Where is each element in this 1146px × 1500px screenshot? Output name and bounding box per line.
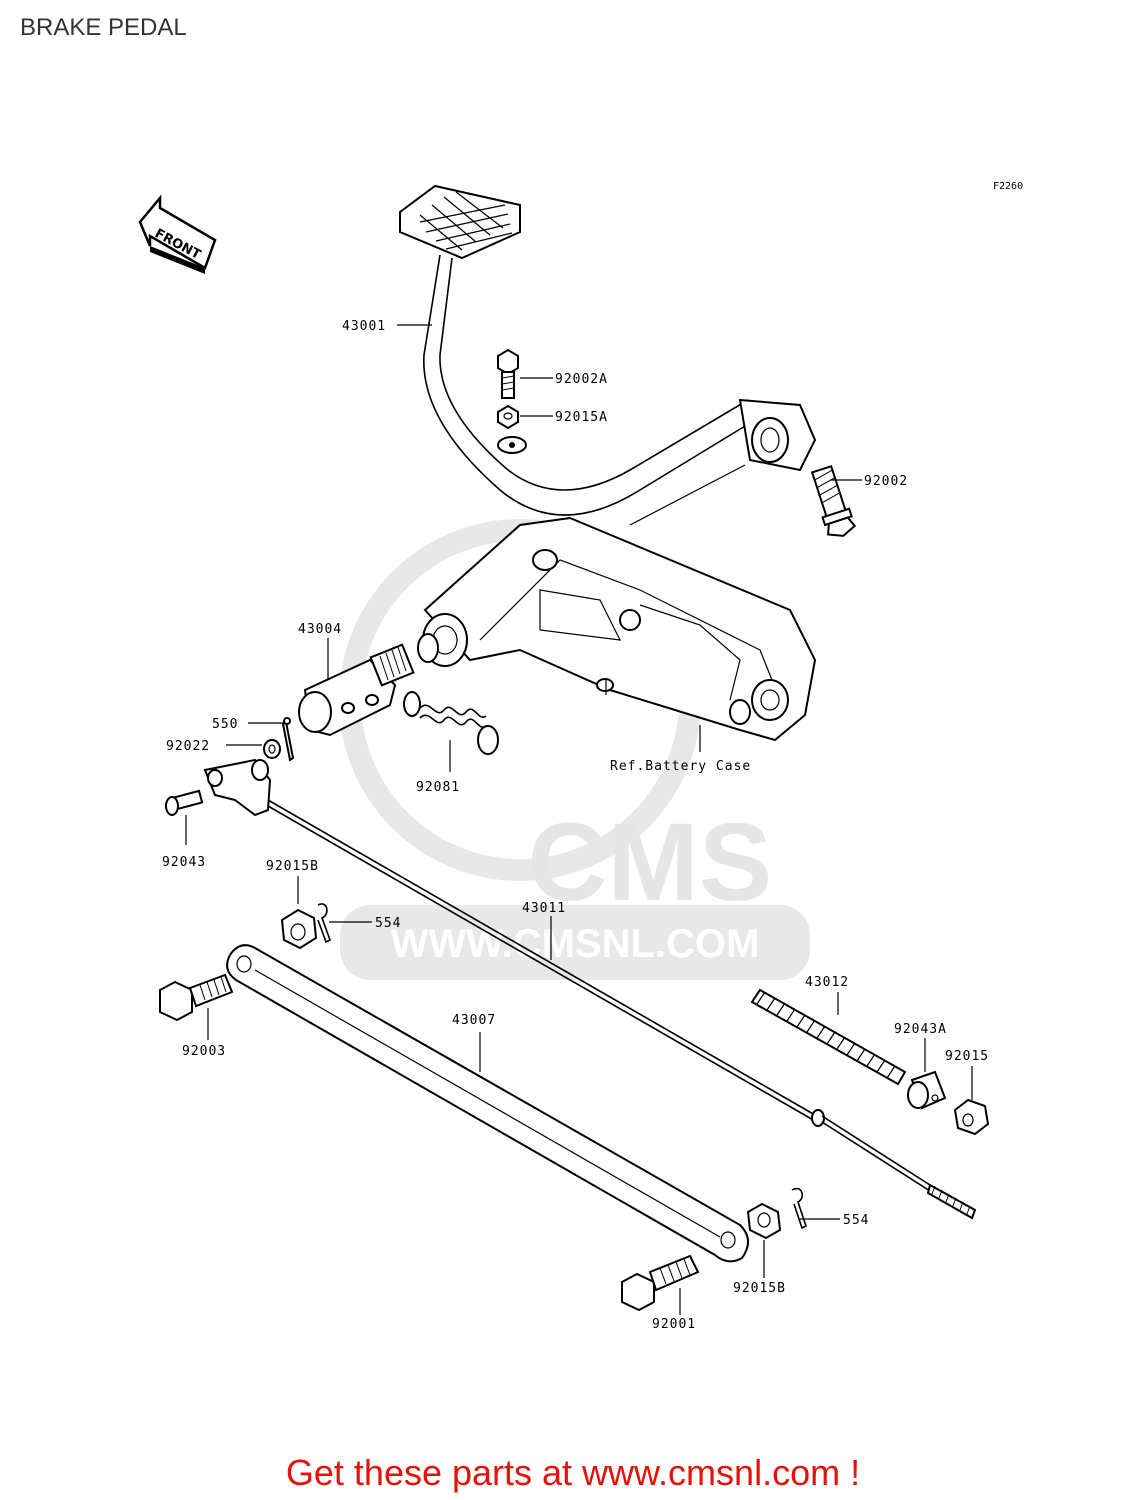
spring-43012	[750, 988, 907, 1086]
bolt-92001	[621, 1254, 700, 1312]
callout-43007: 43007	[452, 1013, 496, 1028]
callout-43011: 43011	[522, 901, 566, 916]
callout-ref-battery-case: Ref.Battery Case	[610, 759, 751, 774]
watermark-logo: CMS	[528, 801, 772, 924]
bolt-92002a	[497, 348, 519, 399]
callout-92022: 92022	[166, 739, 210, 754]
footer-link[interactable]: Get these parts at www.cmsnl.com !	[285, 1452, 861, 1493]
callout-92015: 92015	[945, 1049, 989, 1064]
callout-labels: 43001 92002A 92015A 92002 43004 550 9202…	[162, 319, 989, 1332]
pin-92043	[165, 789, 204, 845]
pedal-bracket	[417, 516, 817, 752]
callout-554-top: 554	[375, 916, 401, 931]
callout-554-bottom: 554	[843, 1213, 869, 1228]
callout-92002a: 92002A	[555, 372, 608, 387]
nut-92015b-top	[280, 876, 318, 950]
leader-lines	[207, 324, 973, 1315]
nut-92015a	[497, 404, 519, 430]
callout-92015b-bottom: 92015B	[733, 1281, 786, 1296]
callout-92003: 92003	[182, 1044, 226, 1059]
callout-92001: 92001	[652, 1317, 696, 1332]
link-rod-43007	[226, 944, 749, 1263]
spring-92081	[403, 691, 499, 755]
front-arrow-icon: FRONT	[138, 194, 217, 274]
figure-code: F2260	[993, 181, 1023, 192]
callout-43012: 43012	[805, 975, 849, 990]
callout-43004: 43004	[298, 622, 342, 637]
callout-92015b-top: 92015B	[266, 859, 319, 874]
shaft-43004	[298, 643, 415, 737]
callout-92015a: 92015A	[555, 410, 608, 425]
callout-43001: 43001	[342, 319, 386, 334]
cotter-pin-550	[281, 717, 295, 762]
clip-554-bottom	[791, 1187, 807, 1230]
pin-92043a	[907, 1070, 947, 1110]
brake-pedal-arm	[399, 184, 817, 526]
bolt-92003	[159, 973, 234, 1022]
parts-diagram: CMS WWW.CMSNL.COM F2260 FRONT	[138, 181, 1023, 1332]
callout-92081: 92081	[416, 780, 460, 795]
callout-92043a: 92043A	[894, 1022, 947, 1037]
nut-92015	[953, 1098, 990, 1136]
callout-550: 550	[212, 717, 238, 732]
washer-92022	[263, 739, 281, 759]
page-title: BRAKE PEDAL	[20, 14, 187, 41]
watermark-url: WWW.CMSNL.COM	[391, 922, 760, 966]
bolt-92002	[810, 464, 857, 537]
callout-92043: 92043	[162, 855, 206, 870]
callout-92002: 92002	[864, 474, 908, 489]
clevis-and-rod-43011	[203, 758, 977, 1220]
nut-92015b-bottom	[746, 1202, 782, 1240]
clip-554-top	[317, 903, 331, 944]
